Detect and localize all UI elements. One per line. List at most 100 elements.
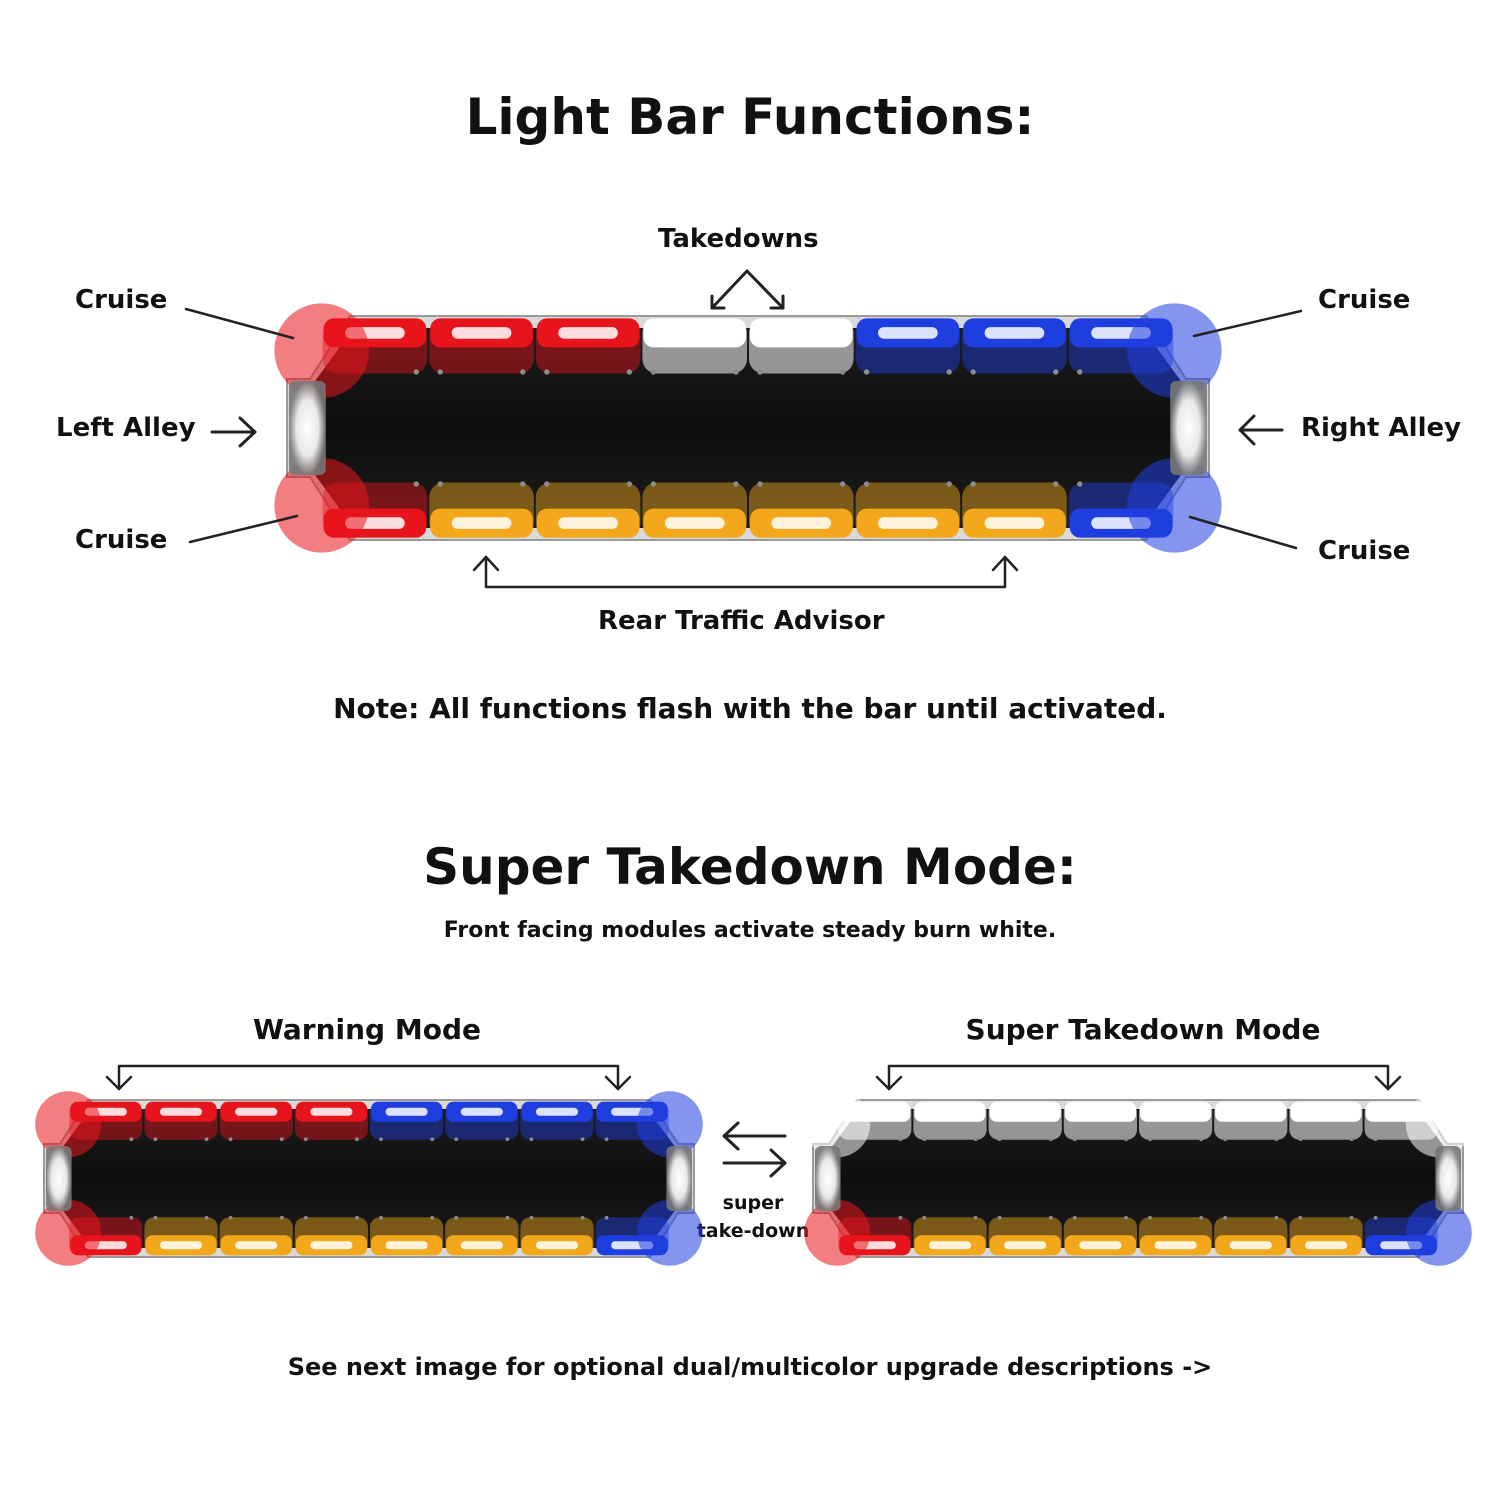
main-bar-screw (1077, 481, 1083, 487)
leader-lines (184, 307, 1303, 550)
warning-bar-screw (505, 1137, 510, 1142)
super-bar-screw (973, 1215, 978, 1220)
takedowns-arrows (710, 269, 785, 310)
main-bar-screw (946, 369, 952, 375)
toggle-label-take-down: take-down (696, 1220, 810, 1242)
super-bar-screw (1048, 1137, 1053, 1142)
super-bar-body (832, 1109, 1444, 1248)
super-bar-rear-hotspot-4 (1154, 1241, 1197, 1250)
warning-bar-screw (279, 1137, 284, 1142)
super-bar-corner-rear-left (804, 1199, 871, 1266)
warning-bar-screw (204, 1215, 209, 1220)
super-bar-screw (1298, 1215, 1303, 1220)
main-bar-corner-rear-right (1127, 458, 1222, 553)
warning-bar-screw (505, 1215, 510, 1220)
main-bar-screw (733, 481, 739, 487)
super-bar-screw (1349, 1215, 1354, 1220)
warning-bar-body (63, 1109, 675, 1248)
main-bar-screw (863, 369, 870, 375)
toggle-arrows-icon (722, 1121, 787, 1178)
leader-cruise-bottom-right (1188, 515, 1298, 550)
warning-bar-front-hotspot-5 (460, 1107, 503, 1116)
main-bar-rear-hotspot-6 (984, 517, 1045, 529)
warning-bar-front-hotspot-6 (535, 1107, 579, 1116)
warning-bar-corner-rear-right (636, 1199, 703, 1266)
main-bar-screw (544, 481, 550, 487)
warning-bar-rear-hotspot-5 (460, 1241, 503, 1250)
label-cruise-bottom-left: Cruise (75, 525, 168, 555)
main-bar-corner-rear-left (274, 458, 369, 553)
warning-bar-front-hotspot-1 (159, 1107, 203, 1116)
label-cruise-bottom-right: Cruise (1318, 536, 1411, 566)
leader-cruise-top-left (184, 307, 295, 340)
main-bar-rear-hotspot-3 (664, 517, 725, 529)
warning-bar-screw (529, 1137, 534, 1142)
main-bar-corner-front-left (274, 303, 369, 398)
main-bar-screw (839, 369, 846, 375)
super-bar-front-hotspot-3 (1079, 1107, 1122, 1116)
warning-bar-rear-hotspot-6 (535, 1241, 579, 1250)
super-bar-screw (1349, 1137, 1354, 1142)
main-bar-screw (863, 481, 870, 487)
main-bar-screw (970, 369, 976, 375)
super-bar-screw (973, 1137, 978, 1142)
label-rear-traffic-advisor: Rear Traffic Advisor (598, 606, 885, 636)
super-bar-rear-hotspot-6 (1304, 1241, 1348, 1250)
main-bar-front-hotspot-6 (984, 327, 1045, 339)
super-bar-screw (1199, 1137, 1204, 1142)
main-bar-front-hotspot-2 (558, 327, 618, 339)
super-bar-left-alley-light (815, 1146, 841, 1211)
main-bar-screw (520, 369, 526, 375)
main-bar-screw (757, 369, 763, 375)
warning-bar-screw (379, 1137, 383, 1142)
main-bar-screw (544, 369, 550, 375)
main-bar-screw (733, 369, 739, 375)
warning-bar-screw (529, 1215, 534, 1220)
main-bar-front-hotspot-5 (878, 327, 938, 339)
warning-bar-corner-front-right (636, 1091, 703, 1158)
main-bar-screw (437, 481, 443, 487)
warning-bar-screw (580, 1137, 585, 1142)
warning-bar-rear-hotspot-1 (159, 1241, 203, 1250)
super-bar-screw (1072, 1215, 1077, 1220)
super-bar-screw (1373, 1215, 1378, 1220)
main-bar-front-hotspot-3 (664, 327, 725, 339)
super-bar-screw (997, 1215, 1002, 1220)
warning-bar-screw (604, 1137, 609, 1142)
warning-bar-screw (430, 1137, 435, 1142)
main-bar-rear-hotspot-4 (771, 517, 832, 529)
super-bar-rear-hotspot-3 (1079, 1241, 1122, 1250)
arrow-right-alley (1238, 414, 1284, 446)
main-bar-screw (520, 481, 526, 487)
super-bar-screw (997, 1137, 1002, 1142)
toggle-label-super: super (722, 1192, 784, 1214)
super-bar-corner-front-right (1405, 1091, 1472, 1158)
main-bar-corner-front-right (1127, 303, 1222, 398)
super-bar-screw (1274, 1215, 1279, 1220)
label-left-alley: Left Alley (56, 413, 196, 443)
warning-bar-screw (153, 1137, 158, 1142)
main-bar-left-alley-light (289, 381, 326, 475)
warning-bar-screw (355, 1215, 359, 1220)
super-bar-screw (1274, 1137, 1279, 1142)
super-bar-screw (1199, 1215, 1204, 1220)
light-bar-super-takedown-mode (804, 1091, 1472, 1266)
section-title-light-bar-functions: Light Bar Functions: (465, 88, 1035, 146)
warning-bar-screw (454, 1215, 459, 1220)
main-bar-rear-hotspot-5 (878, 517, 938, 529)
warning-bar-screw (204, 1137, 209, 1142)
light-bar-main (274, 303, 1222, 553)
warning-bar-corner-front-left (35, 1091, 102, 1158)
super-bar-screw (922, 1137, 927, 1142)
warning-bar-front-hotspot-3 (310, 1107, 353, 1116)
main-bar-screw (650, 369, 657, 375)
super-bar-front-hotspot-4 (1154, 1107, 1197, 1116)
warning-bar-right-alley-light (666, 1146, 692, 1211)
super-bar-corner-front-left (804, 1091, 871, 1158)
super-bar-screw (1223, 1215, 1228, 1220)
super-bar-rear-hotspot-5 (1229, 1241, 1272, 1250)
warning-bar-screw (430, 1215, 435, 1220)
super-bar-front-hotspot-6 (1304, 1107, 1348, 1116)
warning-bar-screw (604, 1215, 609, 1220)
warning-bar-screw (129, 1215, 134, 1220)
